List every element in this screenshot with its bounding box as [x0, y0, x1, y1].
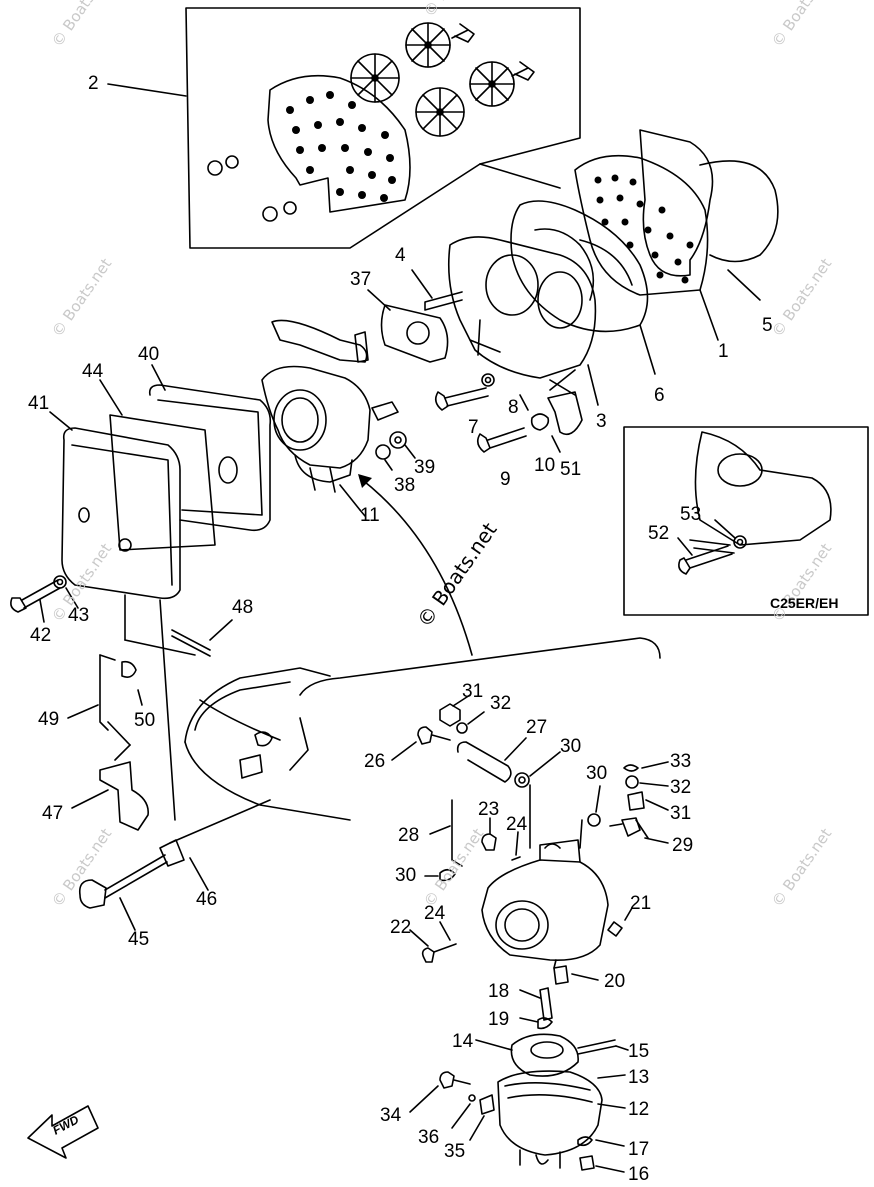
leader-2 [107, 83, 187, 97]
part-label-42: 40 [138, 344, 160, 365]
part-label-36: 34 [380, 1105, 402, 1126]
part-label-11: 11 [360, 505, 380, 526]
part-label-20: 20 [604, 971, 626, 992]
part-label-24: 24 [506, 814, 528, 835]
gasket-39 [367, 289, 449, 363]
bolts [411, 269, 583, 453]
bracket-49 [71, 761, 149, 831]
part-label-33: 31 [670, 803, 692, 824]
part-label-17: 17 [628, 1139, 650, 1160]
throttle-link [67, 654, 143, 731]
screw-44 [10, 575, 79, 623]
inset-label: C25ER/EH [770, 595, 839, 611]
part-label-49: 47 [42, 803, 64, 824]
part-label-52: 50 [134, 710, 156, 731]
carburetor-upper [261, 319, 416, 511]
part-label-26: 26 [364, 751, 386, 772]
detail-arrow [359, 477, 473, 656]
part-label-53: 51 [560, 459, 582, 480]
part-label-44: 42 [30, 625, 52, 646]
part-label-27: 28 [398, 825, 420, 846]
part-label-21: 21 [630, 893, 652, 914]
part-label-25: 27 [526, 717, 548, 738]
inset-box [623, 426, 869, 616]
part-label-16: 16 [628, 1164, 650, 1185]
silencer [49, 364, 272, 600]
part-label-9: 9 [500, 469, 511, 490]
part-label-5: 5 [762, 315, 773, 336]
part-label-13: 13 [628, 1067, 650, 1088]
rod-50 [171, 619, 233, 657]
part-label-1: 1 [718, 341, 729, 362]
part-label-3: 3 [596, 411, 607, 432]
part-label-34: 32 [670, 777, 692, 798]
cowl-outline [169, 667, 351, 844]
reed-petals [350, 22, 515, 137]
part-label-6: 6 [654, 385, 665, 406]
part-label-48: 46 [196, 889, 218, 910]
part-label-28: 30 [395, 865, 417, 886]
part-label-41: 39 [414, 457, 436, 478]
part-label-45: 43 [68, 605, 90, 626]
part-label-47: 45 [128, 929, 150, 950]
part-label-10: 10 [534, 455, 556, 476]
part-label-14: 14 [452, 1031, 474, 1052]
intake-assembly [447, 129, 779, 406]
part-label-55: 53 [680, 504, 702, 525]
reed-valve-box [185, 7, 581, 249]
part-label-22: 22 [390, 917, 412, 938]
part-label-8: 8 [508, 397, 519, 418]
part-label-2: 2 [88, 73, 99, 94]
part-label-39: 37 [350, 269, 372, 290]
part-label-24b: 24 [424, 903, 446, 924]
part-label-40: 38 [394, 475, 416, 496]
part-label-31: 31 [462, 681, 484, 702]
part-label-12: 12 [628, 1099, 650, 1120]
part-label-35: 33 [670, 751, 692, 772]
part-label-18: 18 [488, 981, 510, 1002]
part-label-7: 7 [468, 417, 479, 438]
part-label-43: 41 [28, 393, 50, 414]
part-label-30: 30 [560, 736, 582, 757]
part-label-30b: 30 [586, 763, 608, 784]
part-label-37: 35 [444, 1141, 466, 1162]
fwd-arrow [27, 1105, 99, 1159]
part-label-50: 48 [232, 597, 254, 618]
part-label-38: 36 [418, 1127, 440, 1148]
part-label-19: 19 [488, 1009, 510, 1030]
carburetor-lower [391, 694, 669, 1173]
part-label-29: 29 [672, 835, 694, 856]
part-label-4: 4 [395, 245, 406, 266]
part-label-32: 32 [490, 693, 512, 714]
part-label-46: 44 [82, 361, 104, 382]
part-label-54: 52 [648, 523, 670, 544]
detail-bracket [299, 637, 661, 696]
part-label-15: 15 [628, 1041, 650, 1062]
part-label-23: 23 [478, 799, 500, 820]
part-label-51: 49 [38, 709, 60, 730]
